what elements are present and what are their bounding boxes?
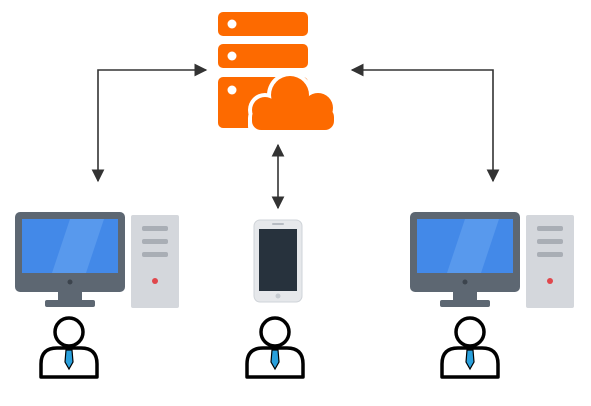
desktop-computer-right <box>410 212 574 308</box>
user-icon-right <box>440 316 500 379</box>
user-icon-left <box>39 316 99 379</box>
smartphone-icon <box>253 219 303 303</box>
tower-icon <box>131 215 179 308</box>
monitor-icon <box>410 212 520 307</box>
arrow-server-desktop-right <box>350 63 500 183</box>
user-icon-center <box>245 316 305 379</box>
monitor-icon <box>15 212 125 307</box>
desktop-computer-left <box>15 212 179 308</box>
connection-arrows <box>91 63 500 210</box>
cloud-server-icon <box>218 12 338 138</box>
arrow-server-desktop-left <box>91 63 208 183</box>
tower-icon <box>526 215 574 308</box>
